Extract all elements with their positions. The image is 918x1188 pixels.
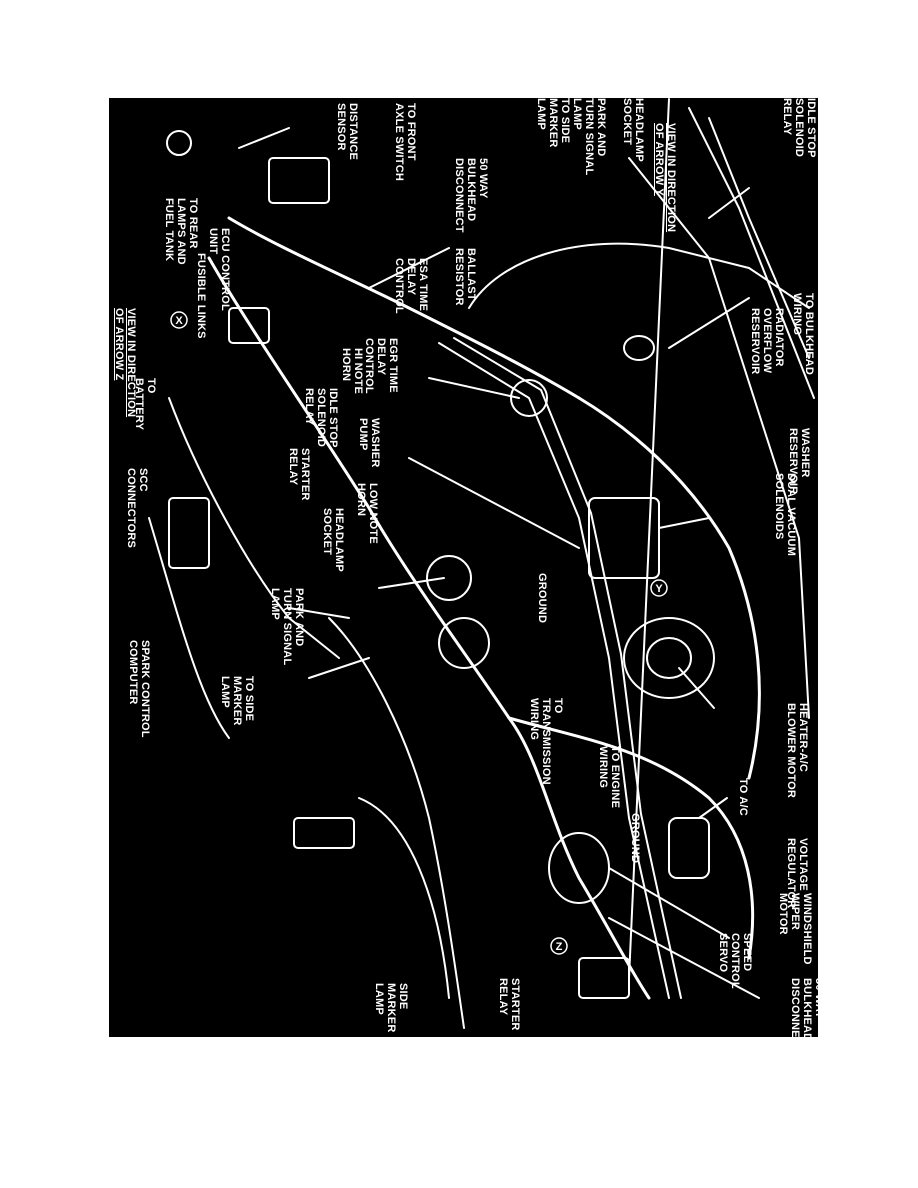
marker-circle: [550, 937, 568, 955]
marker-arrow-x: X: [170, 311, 188, 329]
label-to-side-marker-lamp-mid: TO SIDE MARKER LAMP: [219, 676, 255, 726]
hood-hinge-line: [608, 917, 760, 999]
leader-line: [378, 577, 445, 589]
distance-sensor-shape: [166, 130, 192, 156]
harness-branch-right: [577, 396, 761, 780]
marker-circle: [650, 579, 668, 597]
label-radiator-overflow-reservoir: RADIATOR OVERFLOW RESERVOIR: [749, 308, 785, 375]
firewall-edge-2: [688, 107, 815, 399]
marker-letter: Y: [655, 583, 663, 595]
marker-circle: [170, 311, 188, 329]
leader-line: [708, 187, 750, 219]
ecu-box: [268, 157, 330, 204]
leader-line: [368, 247, 450, 289]
label-washer-pump: WASHER PUMP: [357, 418, 381, 468]
label-headlamp-socket-mid: HEADLAMP SOCKET: [321, 508, 345, 572]
leader-line: [288, 607, 350, 619]
main-harness: [207, 256, 651, 1000]
label-idle-stop-solenoid-relay-top: IDLE STOP SOLENOID RELAY: [781, 98, 817, 158]
leader-line: [628, 98, 670, 979]
label-fusible-links: FUSIBLE LINKS: [195, 253, 207, 339]
label-ballast-resistor: BALLAST RESISTOR: [453, 248, 477, 306]
leader-line: [428, 377, 520, 399]
label-bulkhead-disconnect-50-left: 50 WAY BULKHEAD DISCONNECT: [453, 158, 489, 233]
front-bumper-outline: [328, 617, 465, 1029]
label-to-transmission-wiring: TO TRANSMISSION WIRING: [528, 698, 564, 785]
radiator-reservoir-shape: [623, 335, 655, 361]
left-fender-lower: [148, 517, 230, 739]
label-to-side-marker-lamp-top: TO SIDE MARKER LAMP: [535, 98, 571, 148]
wiring-diagram-panel: Y X Z IDLE STOP SOLENOID RELAY VIEW IN DIRE…: [109, 98, 818, 1037]
label-distance-sensor: DISTANCE SENSOR: [335, 103, 359, 161]
relay-box: [228, 307, 270, 344]
label-starter-relay-left: STARTER RELAY: [287, 448, 311, 501]
label-low-note-horn: LOW NOTE HORN: [355, 483, 379, 544]
label-esa-time-delay-control: ESA TIME DELAY CONTROL: [393, 258, 429, 314]
leader-line: [678, 667, 715, 709]
label-dual-vacuum-solenoids: DUAL VACUUM SOLENOIDS: [773, 473, 797, 557]
cowl-line: [628, 157, 810, 719]
label-speed-control-servo: SPEED CONTROL SERVO: [717, 933, 753, 989]
label-to-battery: TO BATTERY: [133, 378, 157, 431]
label-to-front-axle-switch: TO FRONT AXLE SWITCH: [393, 103, 417, 181]
marker-arrow-y: Y: [650, 579, 668, 597]
label-park-turn-signal-lamp-top: PARK AND TURN SIGNAL LAMP: [571, 98, 607, 176]
leader-line: [668, 297, 750, 349]
marker-letter: Z: [556, 941, 563, 953]
label-view-arrow-y: VIEW IN DIRECTION OF ARROW Y: [653, 123, 677, 233]
marker-letter: X: [175, 315, 183, 327]
blower-motor-inner: [646, 637, 692, 679]
label-to-ac: TO A/C: [737, 778, 749, 816]
radiator-support-rail-inner: [453, 337, 682, 999]
side-marker-lamp-shape: [293, 817, 355, 849]
label-scc-connectors: SCC CONNECTORS: [125, 468, 149, 549]
label-side-marker-lamp-bottom: SIDE MARKER LAMP: [373, 983, 409, 1033]
label-egr-time-delay-control: EGR TIME DELAY CONTROL: [363, 338, 399, 394]
label-windshield-wiper-motor: WINDSHIELD WIPER MOTOR: [777, 893, 813, 965]
label-starter-relay-right: STARTER RELAY: [497, 978, 521, 1031]
label-ecu-control-unit: ECU CONTROL UNIT: [207, 228, 231, 311]
leader-line: [658, 517, 710, 529]
leader-line: [238, 127, 290, 149]
label-ground-right: GROUND: [629, 813, 641, 864]
horn-low-shape: [426, 555, 472, 601]
left-wheelhouse: [358, 797, 450, 999]
label-heater-ac-blower-motor: HEATER-A/C BLOWER MOTOR: [785, 703, 809, 799]
left-fender-outline: [168, 397, 340, 659]
label-ground-mid: GROUND: [536, 573, 548, 624]
label-spark-control-computer: SPARK CONTROL COMPUTER: [127, 640, 151, 738]
firewall-edge: [708, 117, 810, 359]
label-hi-note-horn: HI NOTE HORN: [340, 348, 364, 395]
label-to-bulkhead-wiring: TO BULKHEAD WIRING: [791, 293, 815, 376]
leader-line: [698, 797, 728, 819]
harness-branch-upper: [227, 216, 581, 400]
headlamp-socket-shape: [438, 617, 490, 669]
label-idle-stop-solenoid-relay-mid: IDLE STOP SOLENOID RELAY: [303, 388, 339, 448]
label-to-engine-wiring: TO ENGINE WIRING: [597, 746, 621, 809]
label-to-rear-lamps: TO REAR LAMPS AND FUEL TANK: [163, 198, 199, 265]
blower-motor-shape: [623, 617, 715, 699]
leader-line: [408, 457, 580, 549]
scc-connector-box: [168, 497, 210, 569]
leader-line: [308, 657, 370, 679]
label-bulkhead-disconnect-50-right: 50 WAY BULKHEAD DISCONNECT: [789, 978, 818, 1037]
label-park-turn-signal-lamp-mid: PARK AND TURN SIGNAL LAMP: [269, 588, 305, 666]
leader-line: [608, 867, 730, 939]
washer-reservoir-shape: [588, 497, 660, 579]
harness-branch-lower: [507, 716, 755, 960]
engine-compartment-drawing: Y X Z: [148, 98, 815, 1029]
label-headlamp-socket-top: HEADLAMP SOCKET: [621, 98, 645, 162]
marker-arrow-z: Z: [550, 937, 568, 955]
wiper-motor-shape: [668, 817, 710, 879]
horn-hi-shape: [510, 379, 548, 417]
